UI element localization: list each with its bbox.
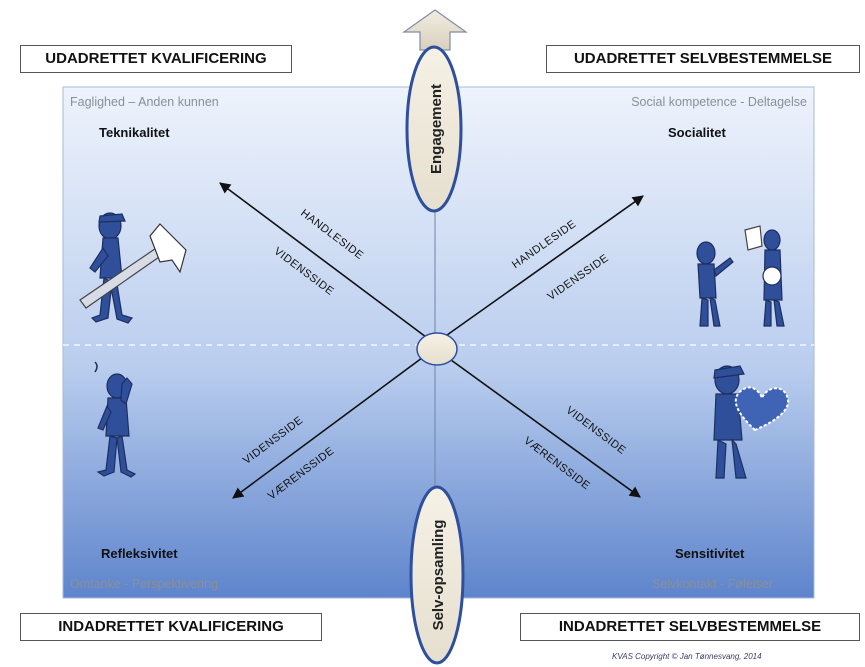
- person-with-heart-icon: [713, 365, 789, 479]
- arrow-upper-right: [439, 195, 644, 341]
- selv-opsamling-ellipse: [409, 485, 465, 665]
- thinking-person-icon: [94, 361, 137, 478]
- title-socialitet: Socialitet: [668, 125, 726, 140]
- engagement-ellipse: [405, 45, 463, 213]
- label-indadrettet-kvalificering: INDADRETTET KVALIFICERING: [20, 613, 322, 641]
- subtitle-top-left: Faglighed – Anden kunnen: [70, 95, 219, 109]
- people-talking-icon: [696, 225, 785, 327]
- subtitle-top-right: Social kompetence - Deltagelse: [631, 95, 807, 109]
- worker-with-hammer-icon: [79, 212, 187, 324]
- title-refleksivitet: Refleksivitet: [101, 546, 178, 561]
- arrow-upper-left: [219, 182, 431, 341]
- title-sensitivitet: Sensitivitet: [675, 546, 745, 561]
- subtitle-bottom-left: Omtanke - Perspektivering: [70, 577, 218, 591]
- label-udadrettet-selvbestemmelse: UDADRETTET SELVBESTEMMELSE: [546, 45, 860, 73]
- engagement-label: Engagement: [428, 84, 445, 174]
- center-ellipse: [416, 332, 458, 366]
- arrow-lower-left: [232, 351, 431, 499]
- label-indadrettet-selvbestemmelse: INDADRETTET SELVBESTEMMELSE: [520, 613, 860, 641]
- copyright-text: KVAS Copyright © Jan Tønnesvang, 2014: [612, 652, 762, 661]
- up-arrow-icon: [402, 9, 468, 51]
- subtitle-bottom-right: Selvkontakt - Følelser: [652, 577, 773, 591]
- label-udadrettet-kvalificering: UDADRETTET KVALIFICERING: [20, 45, 292, 73]
- arrow-lower-right: [439, 351, 641, 498]
- title-teknikalitet: Teknikalitet: [99, 125, 170, 140]
- selv-opsamling-label: Selv-opsamling: [430, 520, 447, 631]
